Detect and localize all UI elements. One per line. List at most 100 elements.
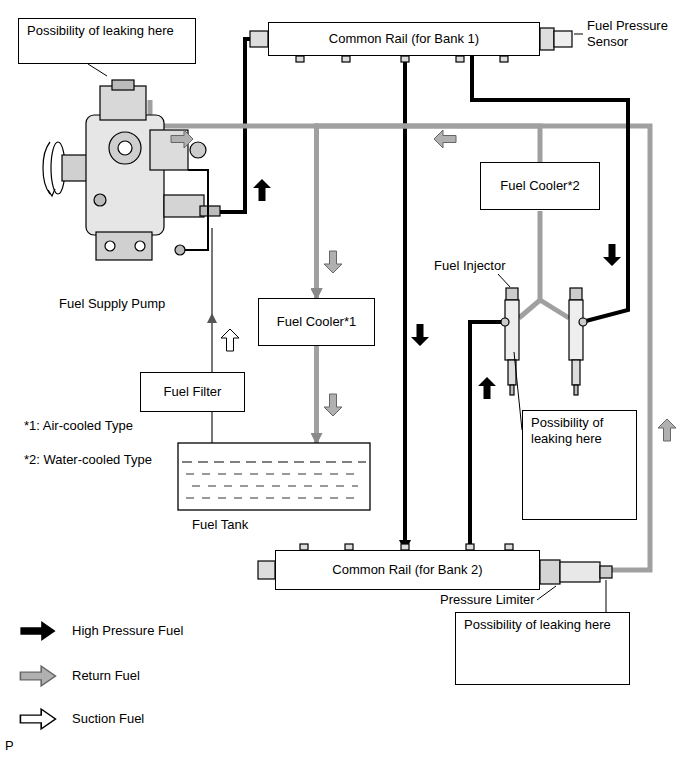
pressure-limiter bbox=[560, 562, 600, 582]
flow-arrow bbox=[171, 130, 676, 441]
fuel-injector bbox=[570, 288, 582, 300]
leader-line bbox=[514, 352, 522, 430]
fuel-injector bbox=[572, 360, 580, 385]
leader-line bbox=[606, 580, 607, 612]
fuel-pump-illustration bbox=[100, 86, 146, 120]
pressure-limiter bbox=[540, 560, 612, 584]
return-pipe bbox=[519, 300, 569, 318]
flow-arrow bbox=[253, 179, 271, 201]
callout-box: Possibility of leaking here bbox=[18, 18, 196, 64]
high-pressure-pipe bbox=[472, 56, 628, 322]
legend-sample bbox=[20, 621, 55, 729]
rail-fittings bbox=[296, 56, 304, 62]
legend-sample bbox=[20, 621, 55, 641]
fuel-pump: Fuel Supply Pump bbox=[45, 76, 220, 314]
page-mark: P bbox=[3, 738, 16, 754]
fuel-pump-illustration bbox=[135, 241, 145, 251]
rail-fittings bbox=[500, 56, 508, 62]
fuel-line bbox=[317, 126, 541, 298]
callout-box: Possibility of leaking here bbox=[522, 410, 637, 520]
fuel-cooler: Fuel Cooler*1 bbox=[258, 298, 375, 346]
return-pipe bbox=[538, 211, 543, 300]
common-rail: Common Rail (for Bank 2) bbox=[275, 550, 540, 590]
fuel-injector bbox=[501, 318, 509, 326]
fuel-injector bbox=[510, 385, 514, 395]
part-label: Fuel Injector bbox=[432, 258, 508, 274]
fuel-tank: Fuel Tank bbox=[178, 443, 370, 535]
fuel-injector bbox=[505, 300, 519, 360]
node-text: Fuel Cooler*1 bbox=[277, 314, 357, 330]
fuel-line bbox=[211, 412, 213, 443]
fuel-pump-illustration bbox=[182, 170, 208, 250]
fuel-line bbox=[314, 346, 319, 443]
fuel-injector bbox=[569, 288, 587, 395]
flow-arrow bbox=[411, 324, 429, 346]
fuel-pump-illustration bbox=[96, 232, 152, 260]
part-label: Pressure Limiter bbox=[438, 592, 537, 608]
legend-sample bbox=[20, 666, 55, 686]
flow-arrow bbox=[434, 130, 456, 148]
fuel-pump-illustration bbox=[190, 142, 206, 158]
node-text: Fuel Tank bbox=[192, 517, 248, 533]
rail-fittings bbox=[554, 31, 572, 47]
rail-fittings bbox=[456, 56, 464, 62]
part-label: Fuel Pressure Sensor bbox=[585, 18, 689, 49]
fuel-pump-illustration bbox=[164, 195, 204, 217]
callout-box: Possibility of leaking here bbox=[455, 612, 630, 685]
node-text: Possibility of leaking here bbox=[531, 415, 628, 446]
fuel-line bbox=[211, 314, 213, 372]
fuel-pump-illustration bbox=[43, 80, 220, 260]
node-text: Possibility of leaking here bbox=[27, 23, 174, 39]
flow-arrow bbox=[603, 244, 621, 266]
fuel-injector bbox=[579, 318, 587, 326]
fuel-injector bbox=[569, 300, 583, 360]
flow-arrow bbox=[658, 419, 676, 441]
leader-line bbox=[498, 34, 606, 612]
common-rail: Common Rail (for Bank 1) bbox=[268, 22, 540, 56]
rail-fittings bbox=[401, 56, 409, 62]
fuel-pump-illustration bbox=[112, 80, 134, 90]
node-text: Fuel Filter bbox=[164, 384, 222, 400]
node-text: Fuel Supply Pump bbox=[59, 296, 165, 312]
fuel-injector bbox=[506, 288, 518, 300]
flow-arrow bbox=[478, 377, 496, 399]
pressure-limiter bbox=[540, 560, 560, 584]
rail-fittings bbox=[342, 56, 350, 62]
fuel-pump-illustration bbox=[94, 194, 106, 206]
fuel-pump-illustration bbox=[43, 142, 50, 194]
fuel-pump-illustration bbox=[200, 206, 220, 216]
fuel-tank bbox=[186, 474, 362, 498]
fuel-line bbox=[220, 126, 317, 298]
flow-arrow bbox=[324, 251, 342, 273]
fuel-line bbox=[403, 56, 407, 550]
fuel-injector bbox=[574, 385, 578, 395]
footnote: *2: Water-cooled Type bbox=[22, 452, 154, 468]
node-text: Fuel Cooler*2 bbox=[500, 178, 580, 194]
fuel-pump-illustration bbox=[105, 241, 115, 251]
flow-arrow bbox=[221, 329, 239, 351]
legend-text: High Pressure Fuel bbox=[72, 623, 183, 639]
footnote: *1: Air-cooled Type bbox=[22, 418, 135, 434]
fuel-pump-illustration bbox=[175, 245, 185, 255]
suction-pipe bbox=[211, 228, 213, 314]
high-pressure-pipe bbox=[470, 322, 504, 550]
node-text: Common Rail (for Bank 2) bbox=[332, 562, 482, 578]
rail-fittings bbox=[250, 31, 268, 47]
flow-arrow bbox=[324, 394, 342, 416]
fuel-tank bbox=[178, 443, 370, 510]
fuel-pump-illustration bbox=[48, 189, 55, 196]
leader-line bbox=[88, 64, 107, 76]
legend-sample bbox=[20, 709, 55, 729]
legend-text: Return Fuel bbox=[72, 668, 140, 684]
flow-arrow bbox=[171, 130, 193, 148]
leader-line bbox=[574, 34, 583, 35]
fuel-pump-illustration bbox=[118, 141, 132, 155]
leader-line bbox=[498, 274, 510, 287]
rail-fittings bbox=[258, 561, 275, 579]
node-text: Common Rail (for Bank 1) bbox=[329, 31, 479, 47]
fuel-pump-illustration bbox=[109, 132, 141, 164]
legend-text: Suction Fuel bbox=[72, 711, 144, 727]
fuel-tank bbox=[182, 462, 366, 463]
fuel-tank bbox=[178, 443, 370, 510]
